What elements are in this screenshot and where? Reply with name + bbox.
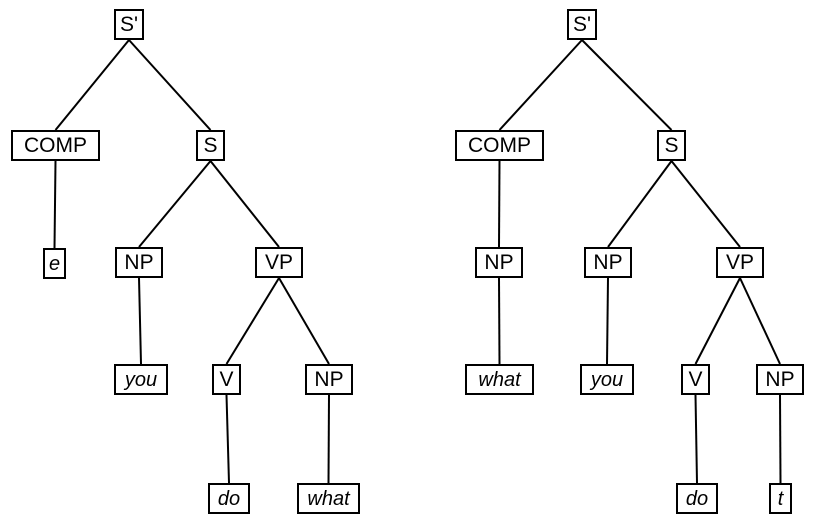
- tree-node-do: do: [208, 483, 250, 514]
- tree-node-t: t: [769, 483, 792, 514]
- tree-edge: [278, 277, 330, 365]
- tree-node-v: V: [212, 364, 241, 395]
- tree-edge: [138, 160, 212, 248]
- tree-node-np: NP: [584, 247, 632, 278]
- tree-node-what: what: [465, 364, 534, 395]
- tree-edge: [607, 160, 673, 248]
- tree-edge: [739, 277, 781, 365]
- tree-node-you: you: [580, 364, 634, 395]
- tree-node-s: S: [196, 130, 225, 161]
- tree-node-sbar: S': [567, 9, 597, 40]
- tree-edge: [225, 394, 230, 484]
- tree-node-comp: COMP: [11, 130, 100, 161]
- tree-node-v: V: [681, 364, 710, 395]
- tree-edge: [225, 277, 280, 365]
- tree-edge: [670, 160, 741, 248]
- tree-edge: [581, 39, 673, 131]
- tree-node-sbar: S': [114, 9, 144, 40]
- tree-node-np: NP: [305, 364, 353, 395]
- tree-node-np: NP: [115, 247, 163, 278]
- tree-node-do: do: [676, 483, 718, 514]
- tree-node-e: e: [43, 248, 66, 279]
- tree-node-np: NP: [475, 247, 523, 278]
- tree-edge: [327, 394, 330, 484]
- tree-edge: [694, 394, 698, 484]
- tree-edge: [53, 160, 57, 249]
- tree-edge: [138, 277, 142, 365]
- tree-edge: [779, 394, 782, 484]
- tree-node-np: NP: [756, 364, 804, 395]
- tree-node-you: you: [114, 364, 168, 395]
- tree-node-comp: COMP: [455, 130, 544, 161]
- tree-edge: [498, 277, 501, 365]
- tree-edge: [606, 277, 609, 365]
- tree-edge: [54, 39, 130, 131]
- tree-edge: [498, 39, 583, 131]
- tree-edge: [498, 160, 501, 248]
- tree-node-vp: VP: [716, 247, 764, 278]
- tree-node-what: what: [297, 483, 360, 514]
- tree-edge: [694, 277, 741, 365]
- tree-node-vp: VP: [255, 247, 303, 278]
- tree-edge: [128, 39, 212, 131]
- tree-node-s: S: [657, 130, 686, 161]
- tree-edge: [209, 160, 280, 248]
